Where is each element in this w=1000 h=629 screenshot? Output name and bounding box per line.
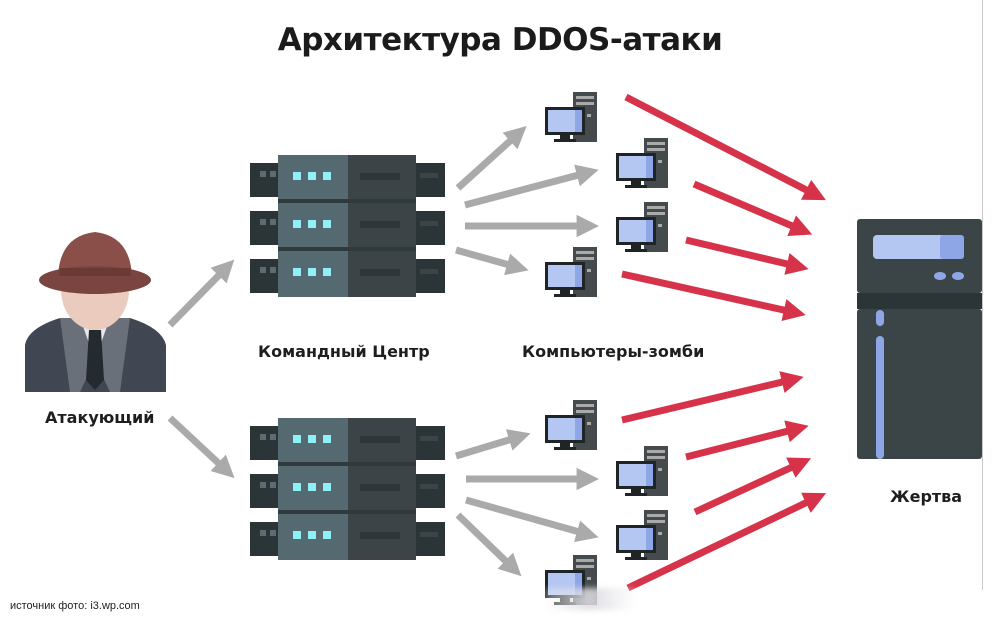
blurred-area	[545, 588, 635, 610]
image-edge-divider	[982, 0, 983, 590]
arrow-zombie-to-victim	[621, 371, 804, 424]
zombie-pc-icon	[616, 446, 668, 496]
arrow-attacker-to-server-bottom	[167, 415, 235, 479]
attacker-arrows	[167, 259, 235, 479]
arrow-server-to-zombie	[465, 496, 599, 543]
arrow-zombie-to-victim	[693, 457, 812, 516]
command-server-top	[250, 155, 445, 297]
arrow-zombie-to-victim	[621, 270, 806, 322]
server-to-zombie-arrows	[454, 125, 599, 577]
arrow-attacker-to-server-top	[167, 259, 235, 328]
arrow-zombie-to-victim	[685, 236, 809, 275]
zombie-pc-icon	[545, 400, 597, 450]
zombie-pc-icon	[545, 92, 597, 142]
arrow-server-to-zombie	[455, 125, 527, 191]
arrow-zombie-to-victim	[626, 492, 827, 592]
attacker-icon	[25, 232, 166, 392]
arrow-zombie-to-victim	[685, 420, 809, 461]
zombie-pc-icon	[616, 202, 668, 252]
arrow-server-to-zombie	[455, 246, 529, 276]
arrow-zombie-to-victim	[692, 180, 813, 237]
command-server-bottom	[250, 418, 445, 560]
zombie-to-victim-arrows	[621, 93, 827, 592]
arrow-server-to-zombie	[454, 429, 531, 460]
arrow-server-to-zombie	[464, 164, 599, 209]
victim-label: Жертва	[890, 487, 963, 506]
zombie-pc-icon	[616, 510, 668, 560]
victim-server-icon	[857, 219, 982, 459]
zombie-pc-icon	[616, 138, 668, 188]
attacker-label: Атакующий	[45, 408, 155, 427]
photo-source-caption: источник фото: i3.wp.com	[10, 600, 140, 612]
zombies-label: Компьютеры-зомби	[522, 342, 705, 361]
command-center-label: Командный Центр	[258, 342, 430, 361]
diagram-title: Архитектура DDOS-атаки	[277, 22, 723, 58]
arrow-zombie-to-victim	[624, 93, 826, 201]
zombie-pc-icon	[545, 247, 597, 297]
arrow-server-to-zombie	[455, 512, 522, 577]
